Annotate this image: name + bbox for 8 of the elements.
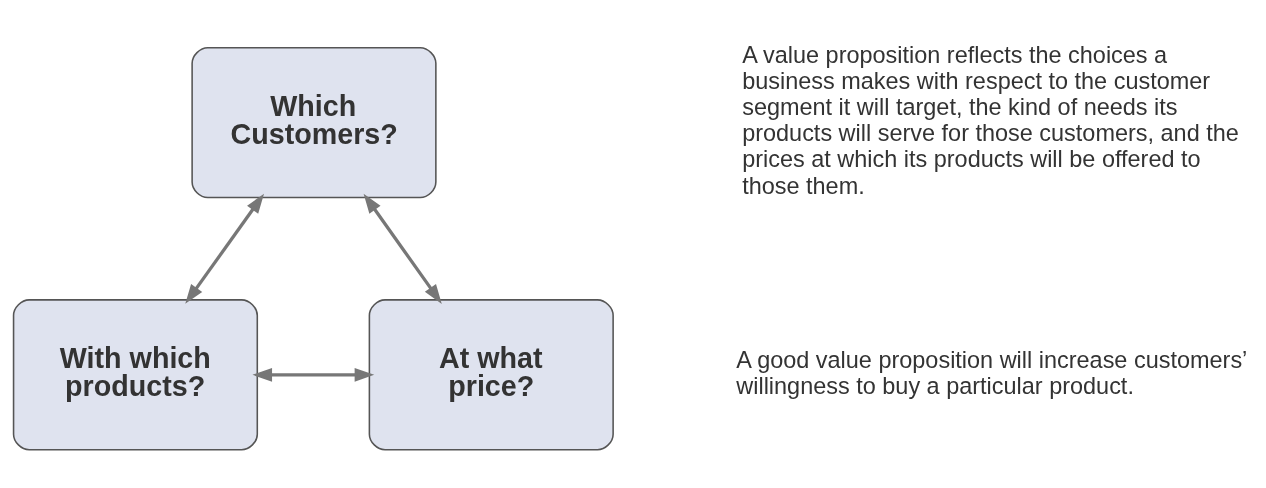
node-box: At what price? bbox=[368, 298, 614, 451]
node-box: Which Customers? bbox=[191, 46, 437, 198]
label: A good value proposition will increase customers’ willingness to buy a particular product. bbox=[736, 346, 1248, 399]
label: A value proposition reflects the choices a business makes with respect to the customer segment it will target, the kind of needs its products will serve for those customers, and the prices at which its products will be offered to those them. bbox=[742, 41, 1239, 199]
arrow bbox=[363, 193, 442, 304]
arrow bbox=[252, 367, 375, 382]
arrow bbox=[185, 193, 264, 304]
node-box: With which products? bbox=[12, 298, 259, 451]
